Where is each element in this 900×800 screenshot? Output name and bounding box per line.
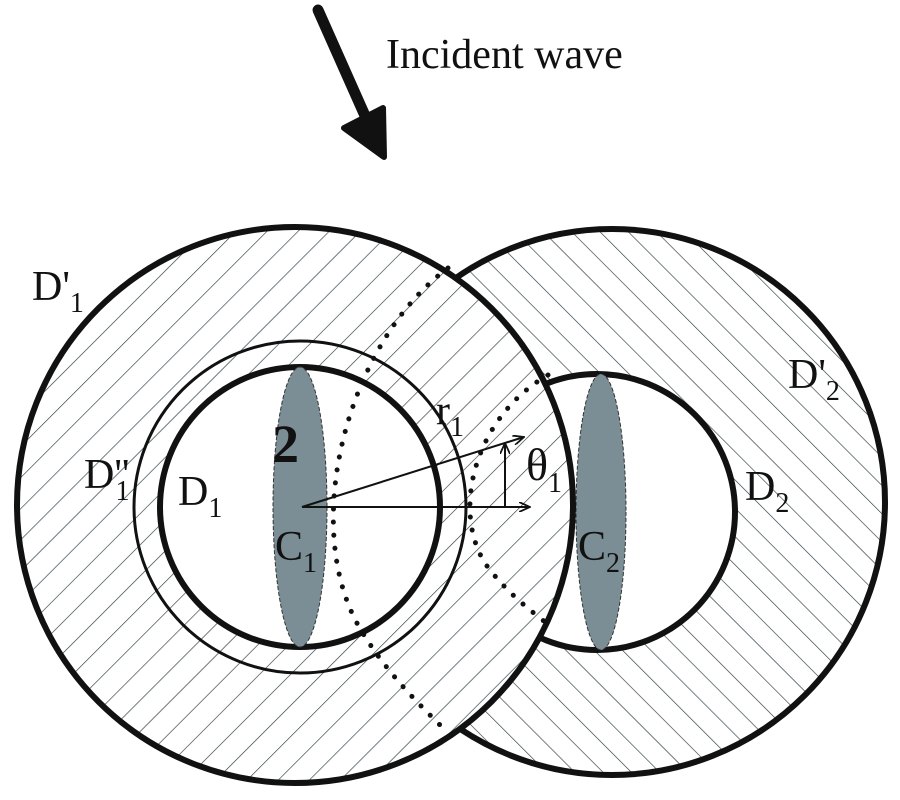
incident-wave-label: Incident wave [386, 32, 623, 78]
r1-vector [301, 437, 524, 508]
label-d1-mid: D''1 [84, 452, 129, 507]
wavefront-2 [467, 372, 551, 625]
label-d1-outer: D'1 [32, 264, 84, 319]
label-d2: D2 [745, 464, 789, 519]
incident-wave-arrow-icon [312, 4, 387, 160]
label-d2-outer: D'2 [788, 352, 840, 407]
label-c2: C2 [578, 524, 620, 579]
cylinder-c2 [575, 373, 627, 651]
label-theta1: θ1 [526, 439, 562, 499]
label-two: 2 [272, 414, 299, 474]
label-d1: D1 [178, 469, 222, 524]
label-c1: C1 [275, 524, 317, 579]
label-r1: r1 [436, 388, 464, 443]
